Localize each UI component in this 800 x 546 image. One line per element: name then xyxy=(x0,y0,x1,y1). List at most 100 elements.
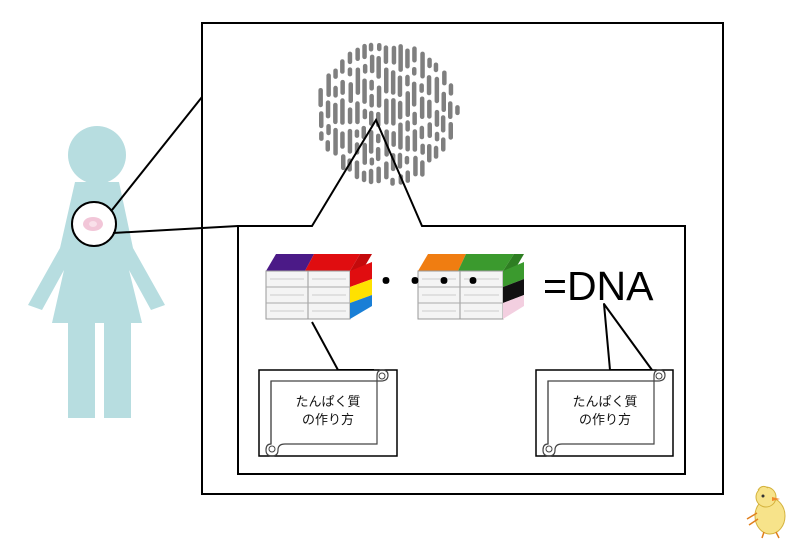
chromosome xyxy=(398,122,403,150)
chromosome xyxy=(426,75,432,96)
chromosome xyxy=(341,154,346,171)
chromosome xyxy=(412,129,418,152)
zoom-line-lower xyxy=(112,225,239,234)
chromosome xyxy=(347,128,353,154)
chromosome xyxy=(441,137,446,152)
chromosome xyxy=(355,67,361,95)
cell-icon xyxy=(71,201,117,247)
chromosome xyxy=(420,51,425,79)
chromosome xyxy=(434,109,440,127)
scroll-text-left: たんぱく質 の作り方 xyxy=(275,394,381,430)
chromosome xyxy=(361,170,367,183)
chromosome xyxy=(405,48,410,69)
chromosome xyxy=(397,100,403,120)
chromosome xyxy=(420,143,425,155)
chromosome xyxy=(412,67,417,76)
chromosome xyxy=(413,155,418,177)
chromosome xyxy=(433,62,439,73)
chromosome xyxy=(391,45,397,65)
chromosome xyxy=(326,73,331,97)
chromosome xyxy=(368,168,374,185)
chromosome xyxy=(448,83,454,96)
chromosome xyxy=(397,75,403,97)
chromosome xyxy=(377,43,382,52)
book-stack-left xyxy=(265,254,372,320)
chromosome xyxy=(369,110,374,126)
chromosome xyxy=(384,161,389,180)
chromosome xyxy=(405,170,410,183)
chromosome xyxy=(355,101,360,125)
scroll-text-right: たんぱく質 の作り方 xyxy=(552,394,658,430)
chromosome xyxy=(419,125,425,140)
chromosome xyxy=(333,85,338,98)
chromosome xyxy=(347,67,353,77)
chromosome xyxy=(455,105,460,116)
chromosome xyxy=(362,63,368,74)
zoom-line-upper xyxy=(111,96,203,211)
chromosome xyxy=(354,129,360,138)
nucleus-box xyxy=(201,22,724,495)
scroll-right-line2: の作り方 xyxy=(578,413,631,428)
chromosome xyxy=(362,108,368,120)
chromosome xyxy=(333,102,338,125)
chromosome xyxy=(355,47,360,61)
chromosome xyxy=(318,88,323,108)
chromosome xyxy=(427,122,432,138)
chromosome xyxy=(319,111,324,129)
chromosome xyxy=(340,98,345,125)
chromosome xyxy=(397,152,403,169)
chromosome xyxy=(361,125,366,140)
chromosome xyxy=(405,135,410,152)
chromosome xyxy=(405,91,410,117)
chromosome xyxy=(398,44,403,72)
chromosome xyxy=(419,83,424,93)
chromosome xyxy=(340,79,345,95)
chromosome xyxy=(390,70,396,95)
scroll-right-line1: たんぱく質 xyxy=(572,395,638,410)
chromosome xyxy=(369,54,375,74)
chromosome xyxy=(362,43,367,60)
chromosome xyxy=(390,177,395,186)
scroll-left-line2: の作り方 xyxy=(301,413,354,428)
chromosome xyxy=(376,85,382,108)
chromosome-cluster xyxy=(318,42,460,186)
chromosome xyxy=(383,45,389,64)
chromosome xyxy=(405,120,410,132)
chromosome xyxy=(362,78,367,104)
chromosome xyxy=(340,131,345,149)
chromosome xyxy=(448,101,453,119)
chromosome xyxy=(369,93,374,108)
chromosome xyxy=(420,160,425,177)
chromosome xyxy=(427,57,432,69)
chromosome xyxy=(319,131,324,141)
chromosome xyxy=(427,144,432,163)
ellipsis: ・・・・ xyxy=(372,265,489,298)
chromosome xyxy=(405,74,410,87)
chromosome xyxy=(419,96,425,119)
dna-box xyxy=(237,117,686,475)
chromosome xyxy=(376,56,381,79)
chromosome xyxy=(354,160,360,180)
chromosome xyxy=(434,76,440,104)
chromosome xyxy=(441,91,446,112)
chromosome xyxy=(375,147,381,162)
scroll-right xyxy=(535,303,674,457)
chromosome xyxy=(391,98,396,126)
dna-label: =DNA xyxy=(543,263,654,309)
chromosome xyxy=(369,79,374,91)
chromosome xyxy=(348,82,353,103)
chromosome xyxy=(376,133,381,144)
chromosome xyxy=(434,131,440,142)
chromosome xyxy=(325,100,331,119)
scroll-left-line1: たんぱく質 xyxy=(295,395,361,410)
chromosome xyxy=(376,166,381,184)
chromosome xyxy=(325,140,330,152)
chromosome xyxy=(448,122,453,140)
chromosome xyxy=(404,155,410,165)
chick-mascot-icon xyxy=(746,485,786,539)
chromosome xyxy=(369,157,375,166)
chromosome xyxy=(368,130,374,154)
chromosome xyxy=(442,70,447,86)
book-stack-right xyxy=(417,254,524,320)
